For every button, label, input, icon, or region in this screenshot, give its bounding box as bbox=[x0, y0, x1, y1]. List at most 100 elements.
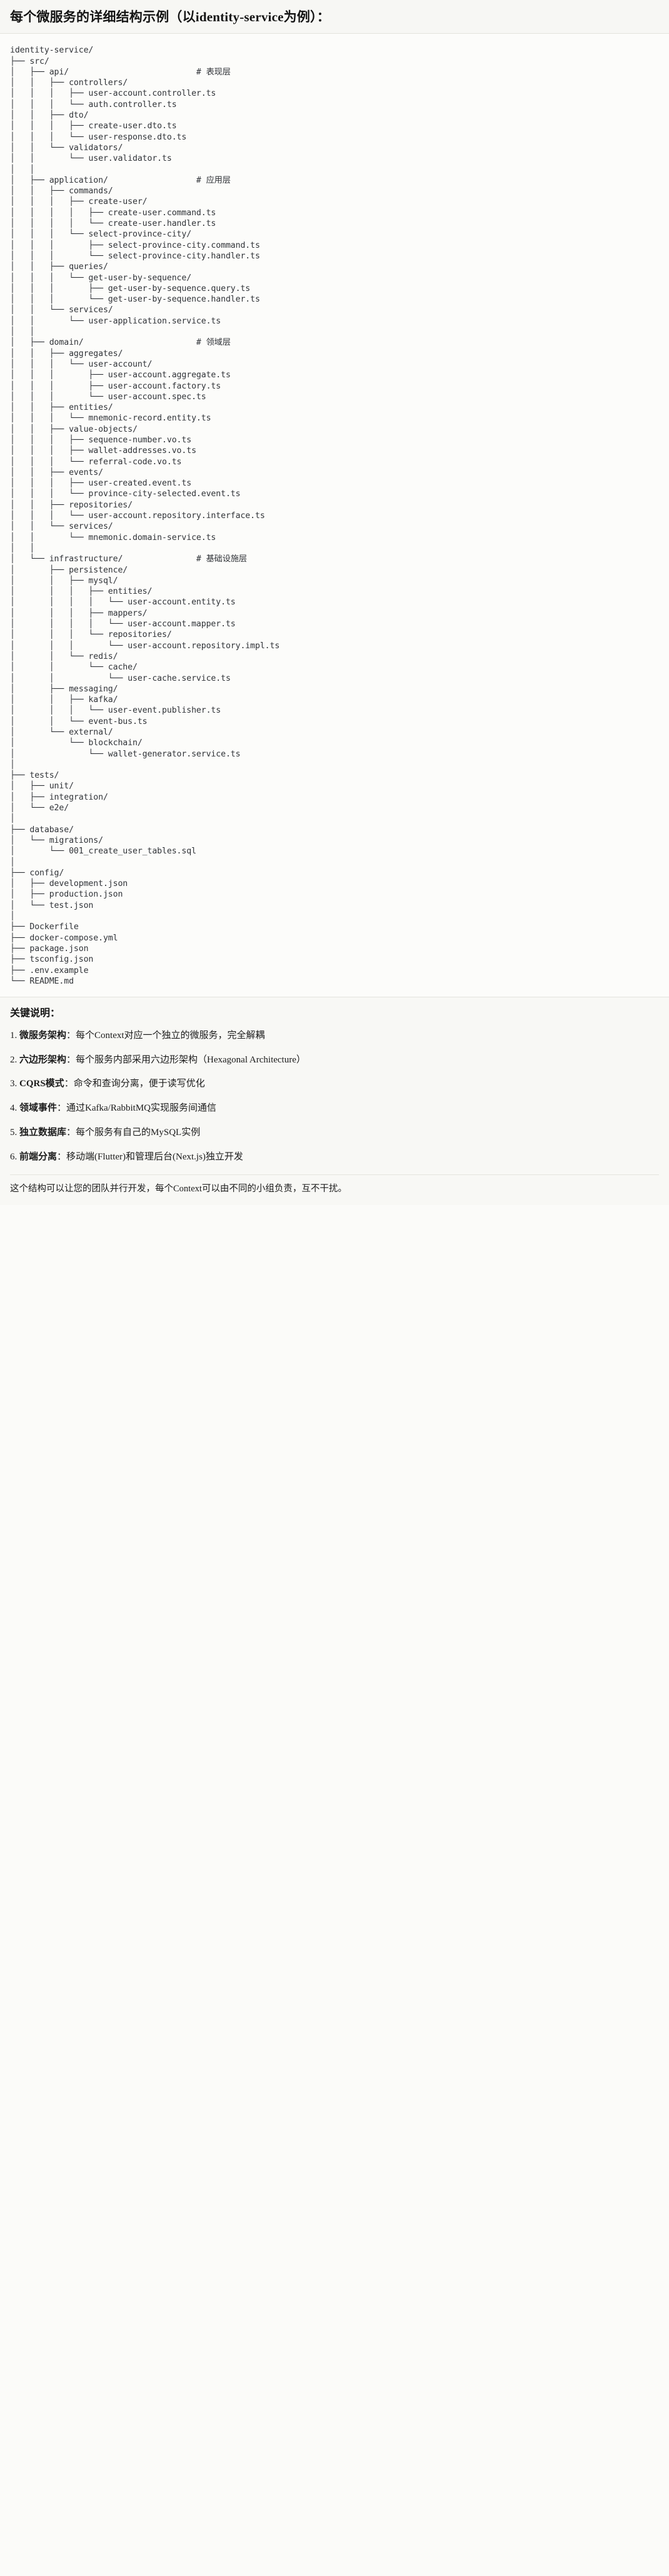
key-point-item: 5. 独立数据库：每个服务有自己的MySQL实例 bbox=[10, 1126, 659, 1140]
tree-line: │ │ │ ├── wallet-addresses.vo.ts bbox=[10, 446, 196, 456]
key-point-term: 独立数据库 bbox=[19, 1127, 67, 1138]
key-point-term: 微服务架构 bbox=[19, 1030, 67, 1041]
tree-line: │ │ │ │ └── create-user.handler.ts bbox=[10, 219, 216, 229]
tree-line: │ │ bbox=[10, 543, 35, 553]
tree-line: │ ├── api/ # 表现层 bbox=[10, 67, 231, 77]
tree-line: │ │ ├── queries/ bbox=[10, 262, 108, 272]
key-point-description: ：移动端(Flutter)和管理后台(Next.js)独立开发 bbox=[57, 1151, 243, 1162]
tree-line: │ │ └── services/ bbox=[10, 305, 113, 315]
directory-tree: identity-service/├── src/│ ├── api/ # 表现… bbox=[10, 45, 659, 987]
tree-line: │ ├── integration/ bbox=[10, 792, 108, 802]
key-point-term: 六边形架构 bbox=[19, 1054, 67, 1065]
tree-line: ├── Dockerfile bbox=[10, 922, 79, 932]
page-title: 每个微服务的详细结构示例（以identity-service为例）： bbox=[10, 9, 330, 24]
tree-line: │ │ └── mnemonic.domain-service.ts bbox=[10, 532, 216, 542]
tree-line: │ │ │ ├── sequence-number.vo.ts bbox=[10, 435, 192, 445]
tree-line: │ │ └── user.validator.ts bbox=[10, 154, 172, 164]
tree-line: │ │ ├── value-objects/ bbox=[10, 424, 138, 434]
tree-line: │ └── e2e/ bbox=[10, 803, 69, 813]
tree-line: │ │ │ ├── user-created.event.ts bbox=[10, 479, 192, 489]
tree-line: │ │ │ ├── user-account.factory.ts bbox=[10, 381, 221, 391]
tree-line: │ │ ├── kafka/ bbox=[10, 695, 118, 705]
tree-line: │ ├── domain/ # 领域层 bbox=[10, 338, 231, 348]
tree-line: │ │ │ └── province-city-selected.event.t… bbox=[10, 489, 241, 499]
tree-line: │ │ ├── aggregates/ bbox=[10, 349, 123, 359]
tree-line: │ │ ├── controllers/ bbox=[10, 78, 128, 88]
key-point-number: 5. bbox=[10, 1127, 18, 1138]
tree-line: │ │ │ └── user-event.publisher.ts bbox=[10, 706, 221, 716]
tree-line: │ └── external/ bbox=[10, 728, 113, 737]
key-points-heading: 关键说明： bbox=[10, 1008, 61, 1019]
tree-line: │ │ │ ├── mappers/ bbox=[10, 608, 148, 618]
key-point-description: ：每个Context对应一个独立的微服务，完全解耦 bbox=[66, 1030, 265, 1041]
key-points-block: 关键说明： 1. 微服务架构：每个Context对应一个独立的微服务，完全解耦 2… bbox=[0, 997, 669, 1206]
tree-line: │ │ └── user-application.service.ts bbox=[10, 316, 221, 326]
tree-line: │ │ └── redis/ bbox=[10, 651, 118, 661]
tree-line: │ ├── application/ # 应用层 bbox=[10, 175, 231, 185]
tree-line: └── README.md bbox=[10, 976, 74, 986]
key-point-number: 4. bbox=[10, 1103, 18, 1114]
tree-line: ├── tests/ bbox=[10, 771, 59, 781]
tree-line: ├── package.json bbox=[10, 944, 89, 954]
tree-line: ├── tsconfig.json bbox=[10, 955, 94, 965]
tree-line: │ │ └── cache/ bbox=[10, 663, 138, 673]
tree-line: │ └── test.json bbox=[10, 900, 94, 910]
tree-line: │ │ │ ├── user-account.aggregate.ts bbox=[10, 370, 231, 380]
tree-line: │ │ └── services/ bbox=[10, 522, 113, 532]
tree-line: ├── database/ bbox=[10, 825, 74, 835]
tree-line: │ bbox=[10, 760, 15, 770]
tree-line: │ └── 001_create_user_tables.sql bbox=[10, 847, 196, 857]
key-point-number: 2. bbox=[10, 1054, 18, 1065]
tree-line: │ │ │ └── user-response.dto.ts bbox=[10, 132, 187, 142]
tree-line: │ bbox=[10, 912, 15, 922]
tree-line: │ │ └── validators/ bbox=[10, 143, 123, 153]
tree-line: │ ├── persistence/ bbox=[10, 565, 128, 575]
key-point-item: 4. 领域事件：通过Kafka/RabbitMQ实现服务间通信 bbox=[10, 1102, 659, 1116]
key-point-number: 1. bbox=[10, 1030, 18, 1041]
tree-line: │ ├── production.json bbox=[10, 890, 123, 900]
key-point-description: ：命令和查询分离，便于读写优化 bbox=[64, 1079, 205, 1089]
key-point-term: 前端分离 bbox=[19, 1151, 58, 1162]
tree-line: │ │ │ └── get-user-by-sequence.handler.t… bbox=[10, 295, 260, 305]
key-point-term: CQRS模式 bbox=[19, 1079, 64, 1089]
tree-line: │ │ │ └── repositories/ bbox=[10, 630, 172, 640]
tree-line: ├── config/ bbox=[10, 868, 64, 878]
key-point-term: 领域事件 bbox=[19, 1103, 58, 1114]
tree-line: │ │ │ ├── get-user-by-sequence.query.ts bbox=[10, 283, 251, 293]
tree-line: │ │ │ ├── entities/ bbox=[10, 587, 153, 597]
tree-line: │ │ │ └── mnemonic-record.entity.ts bbox=[10, 414, 211, 424]
tree-line: │ │ │ │ ├── create-user.command.ts bbox=[10, 208, 216, 218]
tree-line: │ │ │ └── select-province-city/ bbox=[10, 230, 192, 240]
tree-line: │ └── wallet-generator.service.ts bbox=[10, 749, 241, 759]
tree-line: │ │ │ ├── create-user.dto.ts bbox=[10, 121, 177, 131]
tree-line: │ │ │ └── user-account.repository.impl.t… bbox=[10, 641, 280, 651]
tree-line: ├── docker-compose.yml bbox=[10, 933, 118, 943]
tree-line: │ │ └── user-cache.service.ts bbox=[10, 673, 231, 683]
tree-line: ├── .env.example bbox=[10, 965, 89, 975]
key-point-description: ：每个服务内部采用六边形架构（Hexagonal Architecture） bbox=[66, 1054, 306, 1065]
key-point-item: 6. 前端分离：移动端(Flutter)和管理后台(Next.js)独立开发 bbox=[10, 1151, 659, 1164]
tree-line: │ │ │ └── user-account/ bbox=[10, 359, 153, 369]
tree-line: │ ├── messaging/ bbox=[10, 684, 118, 694]
key-point-item: 3. CQRS模式：命令和查询分离，便于读写优化 bbox=[10, 1077, 659, 1091]
tree-line: │ │ │ └── select-province-city.handler.t… bbox=[10, 251, 260, 261]
tree-line: │ │ │ └── user-account.repository.interf… bbox=[10, 511, 265, 521]
tree-line: │ └── infrastructure/ # 基础设施层 bbox=[10, 554, 248, 564]
tree-line: │ bbox=[10, 857, 15, 867]
tree-line: │ │ ├── events/ bbox=[10, 467, 103, 477]
tree-line: │ │ │ │ └── user-account.mapper.ts bbox=[10, 619, 236, 629]
tree-line: │ ├── development.json bbox=[10, 879, 128, 889]
key-points-list: 1. 微服务架构：每个Context对应一个独立的微服务，完全解耦 2. 六边形架… bbox=[10, 1029, 659, 1164]
tree-line: │ └── blockchain/ bbox=[10, 738, 143, 748]
tree-line: │ │ ├── mysql/ bbox=[10, 576, 118, 586]
key-point-item: 1. 微服务架构：每个Context对应一个独立的微服务，完全解耦 bbox=[10, 1029, 659, 1043]
tree-line: │ │ │ │ └── user-account.entity.ts bbox=[10, 598, 236, 608]
tree-line: │ │ ├── entities/ bbox=[10, 403, 113, 413]
tree-line: │ │ ├── dto/ bbox=[10, 111, 89, 121]
tree-line: │ │ bbox=[10, 165, 35, 175]
key-point-number: 6. bbox=[10, 1151, 18, 1162]
footer-note: 这个结构可以让您的团队并行开发，每个Context可以由不同的小组负责，互不干扰… bbox=[10, 1174, 659, 1196]
key-point-description: ：每个服务有自己的MySQL实例 bbox=[66, 1127, 201, 1138]
tree-line: │ │ │ ├── user-account.controller.ts bbox=[10, 89, 216, 99]
tree-line: │ │ │ └── user-account.spec.ts bbox=[10, 392, 206, 402]
